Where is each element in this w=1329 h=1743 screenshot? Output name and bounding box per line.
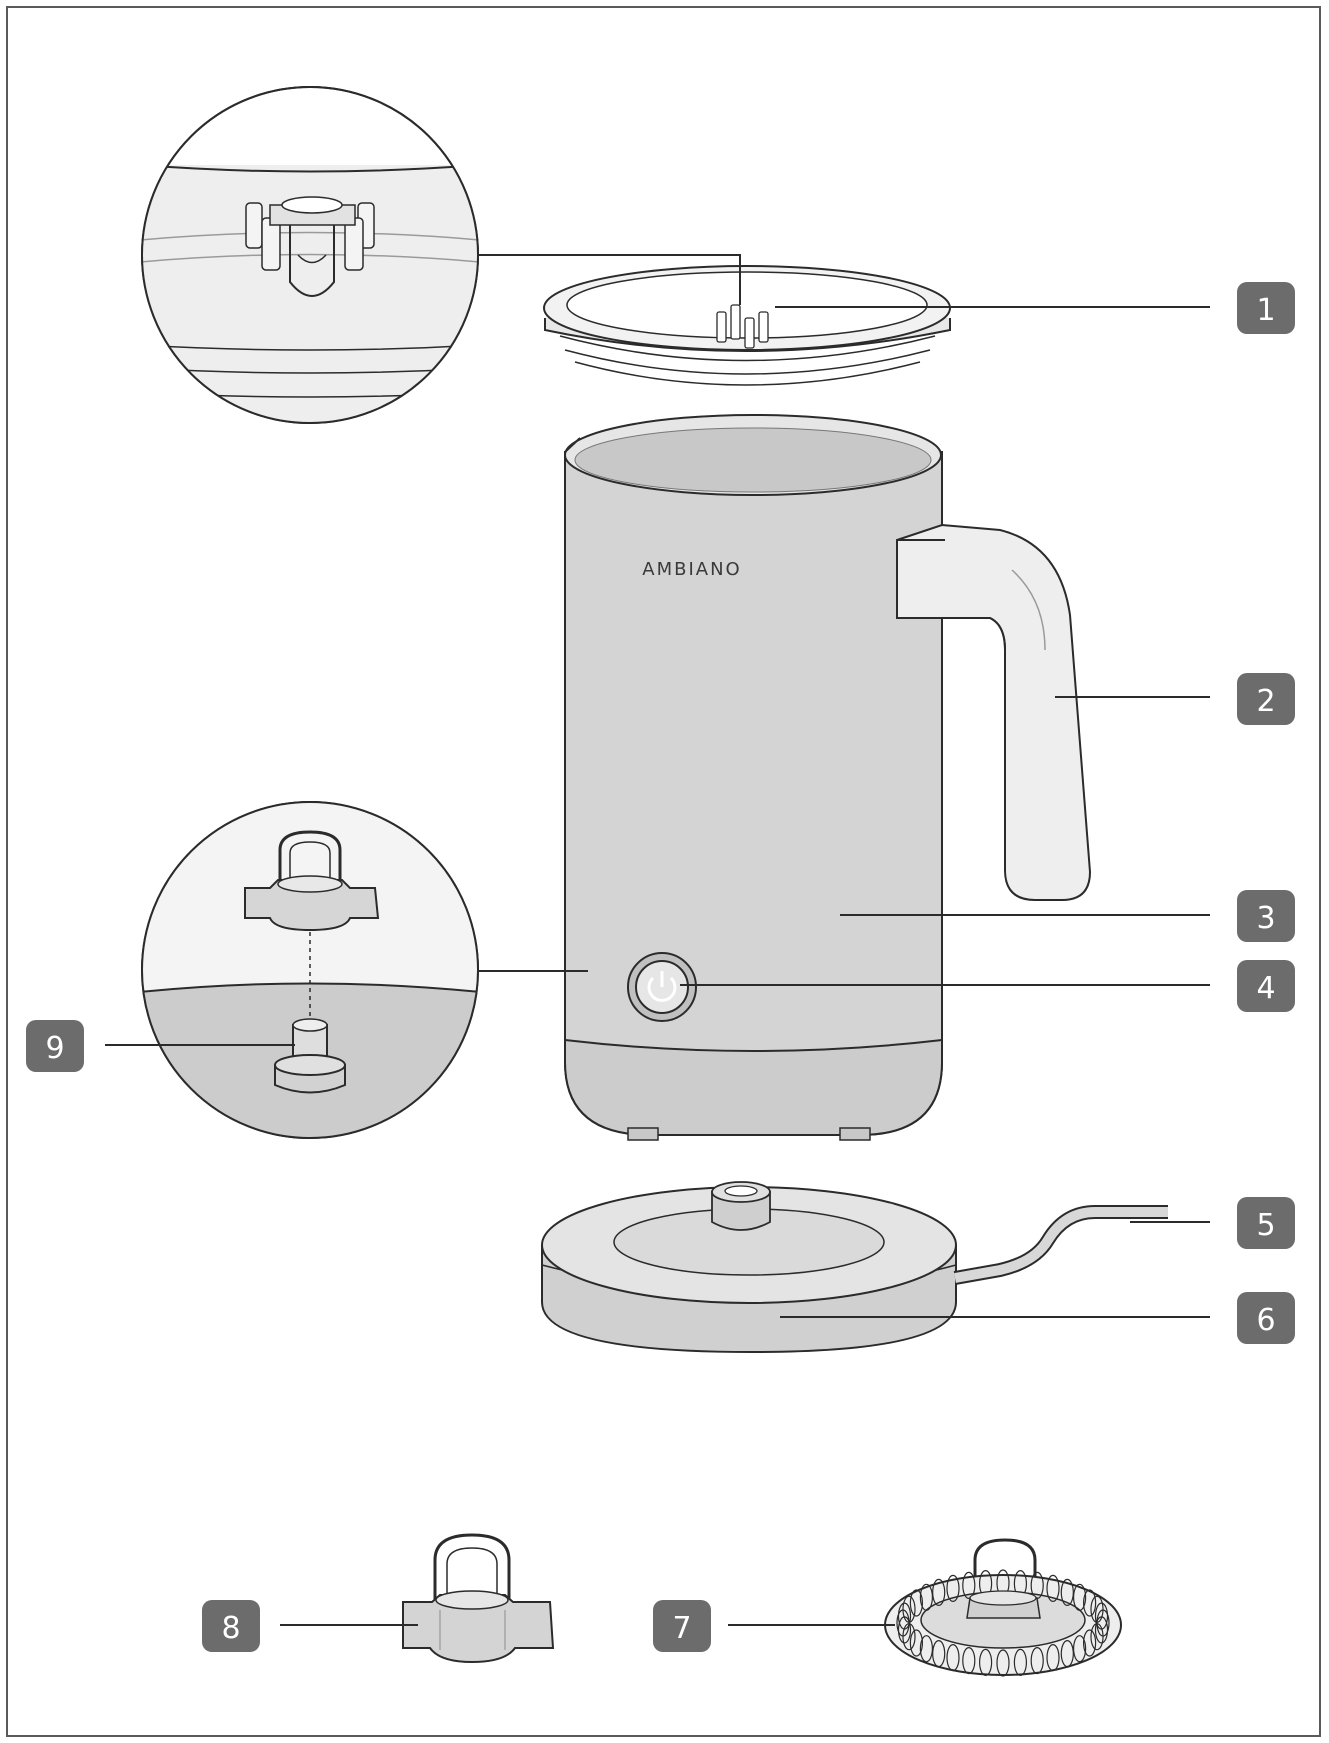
whisk-coil-loop <box>978 1648 993 1677</box>
callout-label-9: 9 <box>45 1031 64 1066</box>
callout-badge-1: 1 <box>1237 282 1295 334</box>
jug-handle <box>896 523 1092 901</box>
power-icon <box>647 971 677 1002</box>
callout-badge-7: 7 <box>653 1600 711 1652</box>
callout-badge-3: 3 <box>1237 890 1295 942</box>
callout-badge-8: 8 <box>202 1600 260 1652</box>
whisk-mount-zoom <box>141 801 479 1139</box>
whisk-coil-loop <box>1082 1629 1097 1657</box>
whisk-coil-loop <box>1082 1589 1097 1617</box>
power-base <box>541 1181 1168 1354</box>
whisk-holder-part <box>402 1533 555 1664</box>
whisk-coil-loop <box>962 1646 976 1675</box>
whisk-part <box>884 1538 1122 1677</box>
callout-label-5: 5 <box>1256 1208 1275 1243</box>
whisk-coil-loop <box>946 1643 960 1672</box>
callout-label-1: 1 <box>1256 293 1275 328</box>
whisk-coil-loop <box>909 1629 924 1657</box>
whisk-coil-loop <box>1072 1635 1087 1663</box>
callout-badge-6: 6 <box>1237 1292 1295 1344</box>
callout-badge-5: 5 <box>1237 1197 1295 1249</box>
whisk-coil-loop <box>919 1583 934 1611</box>
callout-label-6: 6 <box>1256 1303 1275 1338</box>
callout-label-2: 2 <box>1256 684 1275 719</box>
whisk-coil-loop <box>902 1595 916 1623</box>
whisk-coil-loop <box>1072 1583 1087 1611</box>
whisk-coil-loop <box>1013 1648 1028 1677</box>
whisk-coil-loop <box>1094 1602 1109 1630</box>
power-button <box>627 952 697 1022</box>
callout-badge-2: 2 <box>1237 673 1295 725</box>
callout-label-4: 4 <box>1256 971 1275 1006</box>
whisk-coil-loop <box>919 1635 934 1663</box>
leader-line-zoom-top <box>478 254 741 305</box>
whisk-coil-loop <box>1030 1646 1044 1675</box>
whisk-coil-loop <box>909 1589 924 1617</box>
callout-label-3: 3 <box>1256 901 1275 936</box>
whisk-coil-loop <box>1046 1643 1060 1672</box>
leader-lines <box>105 254 1210 1626</box>
diagram-frame <box>6 6 1321 1737</box>
whisk-coil-loop <box>946 1574 960 1603</box>
whisk-coil-loop <box>897 1602 912 1630</box>
whisk-coil-loop <box>1060 1578 1074 1607</box>
whisk-coil-loop <box>962 1571 976 1600</box>
callout-badge-9: 9 <box>26 1020 84 1072</box>
jug-body <box>564 414 943 1141</box>
brand-label: AMBIANO <box>642 559 741 580</box>
lid-detail-zoom <box>141 86 479 424</box>
callout-badge-4: 4 <box>1237 960 1295 1012</box>
lid <box>543 265 951 386</box>
whisk-coil-loop <box>996 1649 1010 1677</box>
whisk-coil-loop <box>932 1639 946 1668</box>
whisk-coil-loop <box>1060 1639 1074 1668</box>
whisk-coil-loop <box>1046 1574 1060 1603</box>
whisk-coil-loop <box>932 1578 946 1607</box>
callout-label-8: 8 <box>221 1611 240 1646</box>
whisk-coil-loop <box>1090 1595 1104 1623</box>
callout-label-7: 7 <box>672 1611 691 1646</box>
